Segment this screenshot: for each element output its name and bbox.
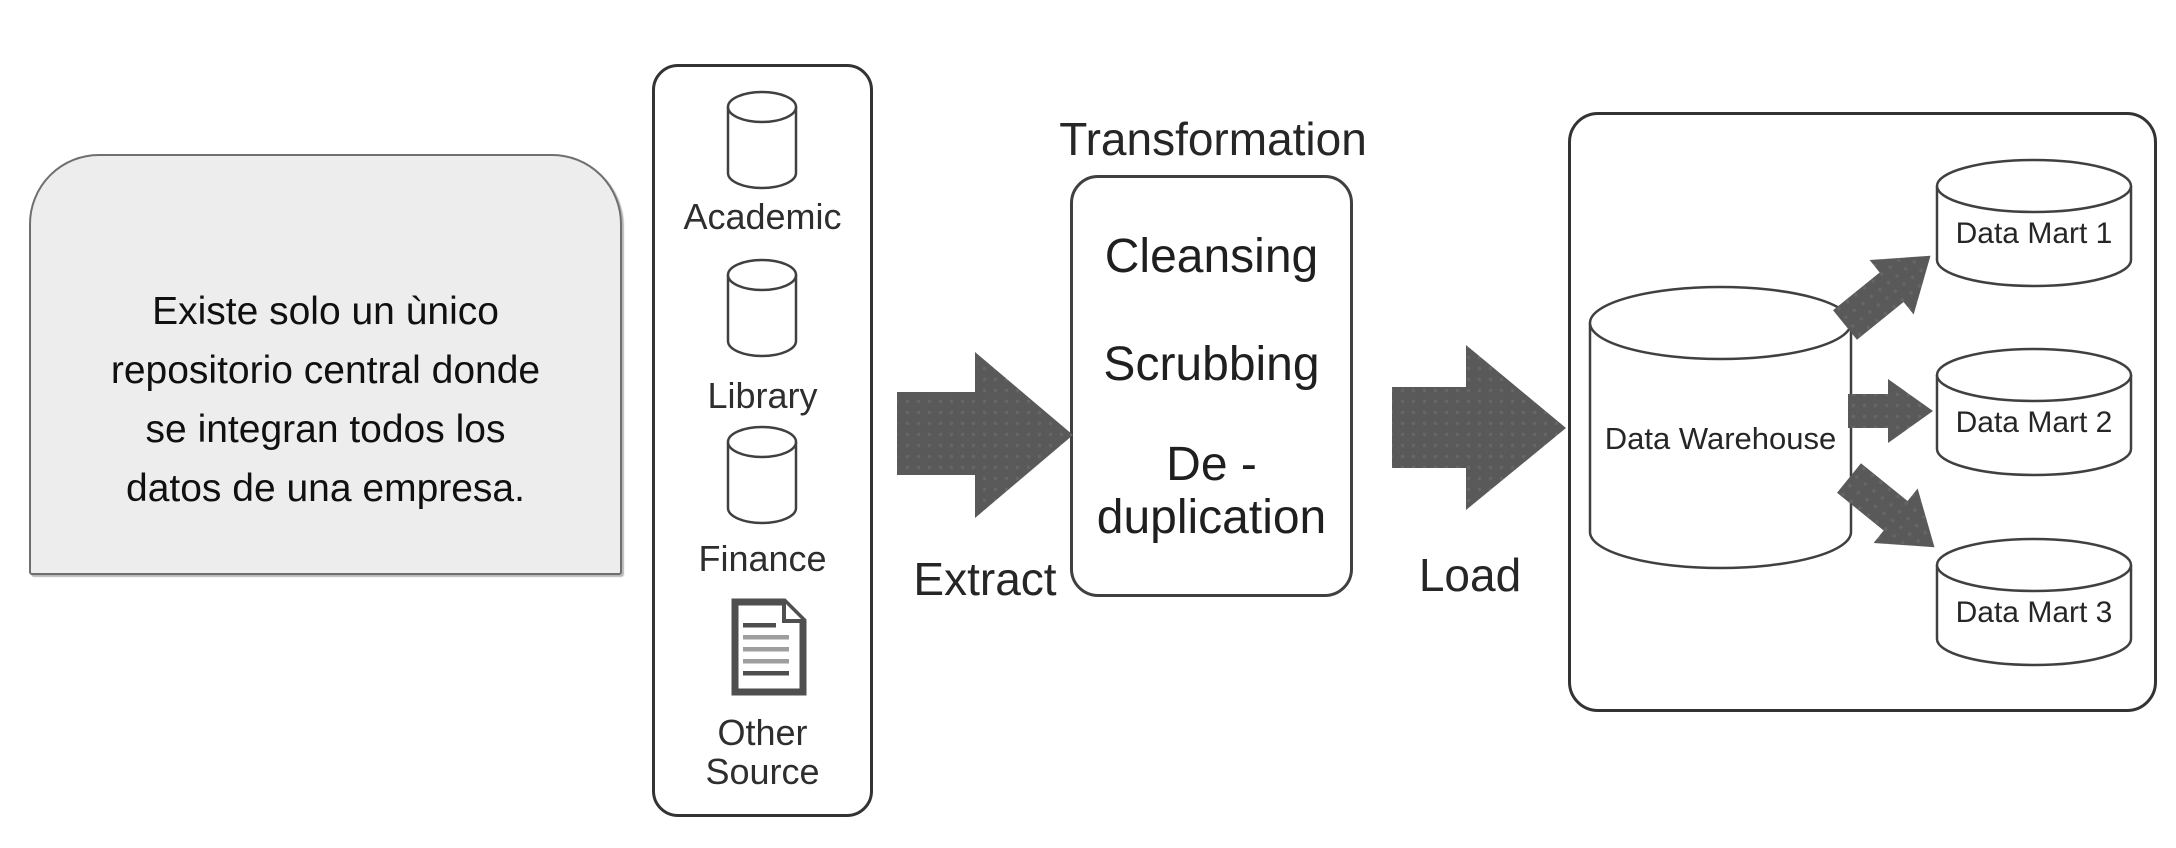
note-bubble: Existe solo un ùnico repositorio central… [29,154,622,575]
data-mart-3-label: Data Mart 3 [1955,596,2113,629]
data-mart-2-cylinder-icon [1935,347,2133,477]
source-label-library: Library [707,375,818,416]
note-text-line: se integran todos los [145,408,506,451]
note-text-line: Existe solo un ùnico [152,290,499,333]
data-mart-1-cylinder-icon [1935,158,2133,288]
finance-database-icon [726,425,798,525]
data-mart-3-cylinder-icon [1935,537,2133,667]
data-mart-1-label: Data Mart 1 [1955,217,2113,250]
source-label-academic: Academic [683,196,842,237]
transformation-title: Transformation [1059,113,1367,165]
load-arrow-icon [1392,345,1566,510]
transformation-step-dedup-line1: De - [1166,438,1257,491]
transformation-step-scrubbing: Scrubbing [1103,338,1320,391]
note-text-line: repositorio central donde [110,349,541,392]
library-database-icon [726,258,798,358]
extract-label: Extract [913,553,1057,605]
source-label-finance: Finance [698,538,827,579]
document-icon [727,597,810,697]
note-text-line: datos de una empresa. [126,467,525,510]
transformation-step-dedup-line2: duplication [1096,491,1327,544]
load-label: Load [1418,549,1522,601]
academic-database-icon [726,90,798,190]
extract-arrow-icon [897,352,1073,518]
source-label-source: Source [705,751,820,792]
data-mart-2-label: Data Mart 2 [1955,406,2113,439]
transformation-step-cleansing: Cleansing [1104,230,1319,283]
source-label-other: Other [717,712,808,753]
data-warehouse-label: Data Warehouse [1604,421,1837,456]
